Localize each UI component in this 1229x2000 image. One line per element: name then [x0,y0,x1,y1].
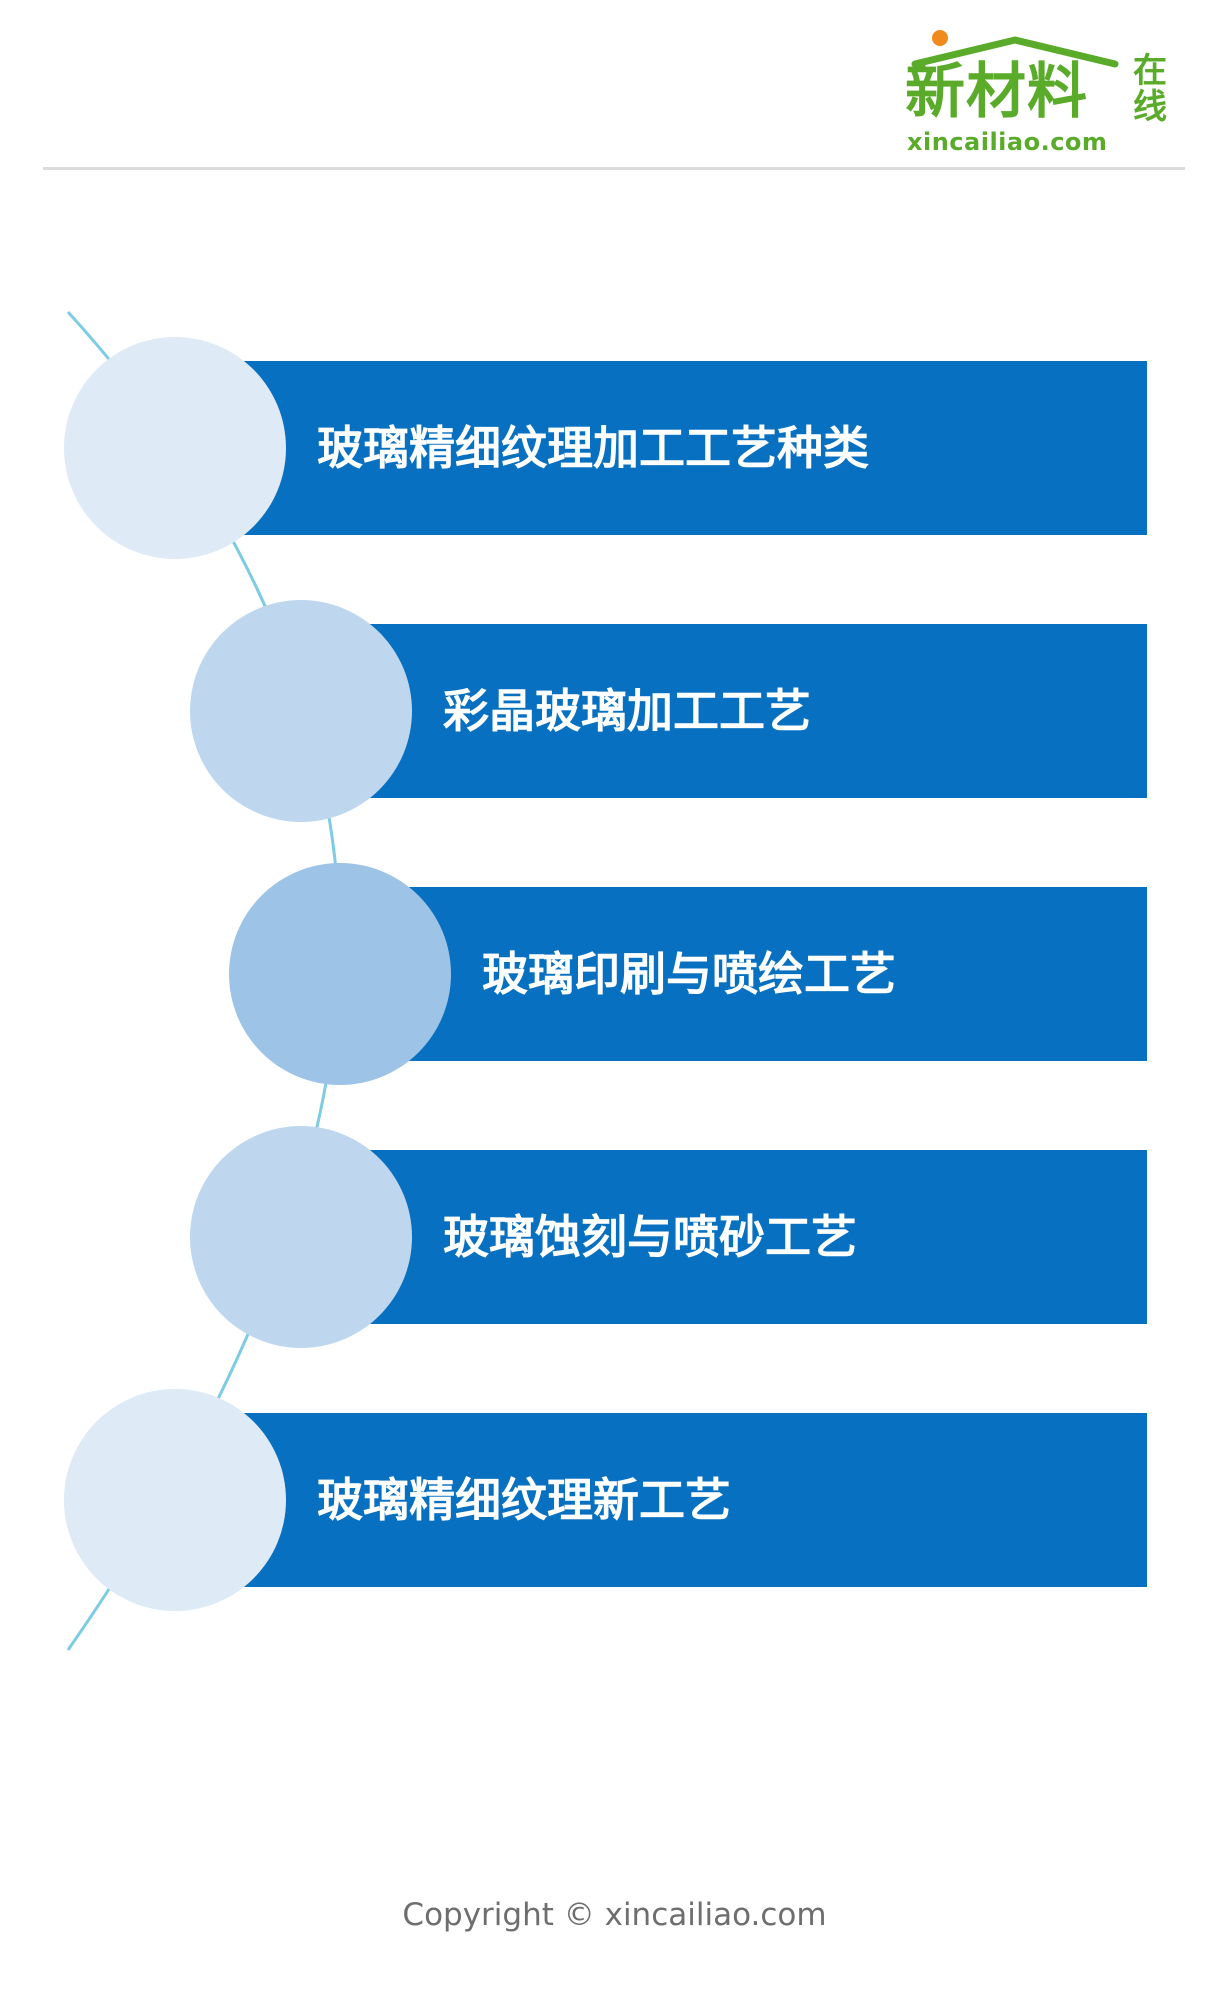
item-bar [185,1413,1147,1587]
item-label: 玻璃蚀刻与喷砂工艺 [443,1210,857,1264]
item-circle [64,1389,286,1611]
item-label: 玻璃精细纹理加工工艺种类 [317,421,869,475]
item-circle [190,600,412,822]
logo-name: 新材料 [905,57,1088,127]
item-bar [185,361,1147,535]
header-divider [43,167,1185,170]
logo-domain: xincailiao.com [907,128,1108,156]
item-label: 玻璃精细纹理新工艺 [317,1473,731,1527]
site-logo[interactable]: 新材料 在线 xincailiao.com [905,28,1195,163]
item-bar [350,887,1147,1061]
item-bar [311,1150,1147,1324]
logo-side-text: 在线 [1133,51,1167,127]
item-circle [190,1126,412,1348]
item-label: 彩晶玻璃加工工艺 [443,684,811,738]
house-roof-icon [911,30,1119,68]
item-circle [64,337,286,559]
item-label: 玻璃印刷与喷绘工艺 [482,947,896,1001]
item-circle [229,863,451,1085]
item-bar [311,624,1147,798]
copyright-footer: Copyright © xincailiao.com [402,1897,827,1933]
